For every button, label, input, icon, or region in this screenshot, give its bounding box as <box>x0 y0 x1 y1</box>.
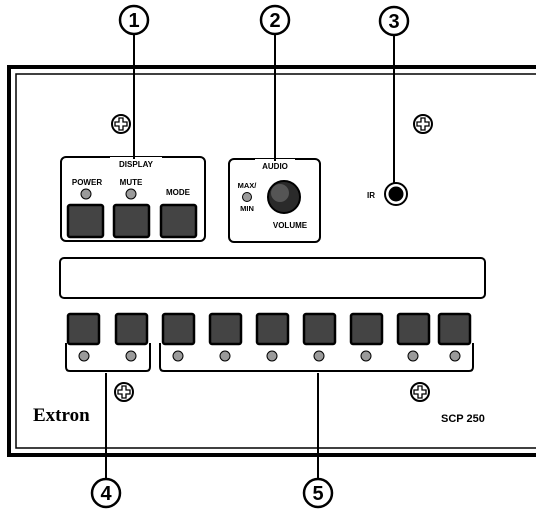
mute-label: MUTE <box>120 178 143 187</box>
mute-led <box>125 188 137 200</box>
input-button[interactable] <box>161 312 196 346</box>
input-button[interactable] <box>114 312 149 346</box>
input-led <box>313 350 325 362</box>
input-button-row <box>66 312 472 346</box>
input-button[interactable] <box>349 312 384 346</box>
max-min-label-line1: MAX/ <box>238 181 258 190</box>
screw-icon <box>413 114 433 134</box>
callout-1: 1 <box>118 4 150 36</box>
mute-button[interactable] <box>112 203 151 239</box>
power-button[interactable] <box>66 203 105 239</box>
max-min-led <box>242 192 252 202</box>
callout-3: 3 <box>378 5 410 37</box>
input-button[interactable] <box>208 312 243 346</box>
input-led <box>449 350 461 362</box>
input-led <box>172 350 184 362</box>
callout-1-number: 1 <box>128 10 139 32</box>
volume-label: VOLUME <box>273 221 308 230</box>
input-led <box>78 350 90 362</box>
screw-icon <box>410 382 430 402</box>
power-label: POWER <box>72 178 102 187</box>
input-led <box>266 350 278 362</box>
callout-3-number: 3 <box>388 11 399 33</box>
callout-leaders <box>105 34 395 478</box>
input-button[interactable] <box>396 312 431 346</box>
input-button[interactable] <box>66 312 101 346</box>
callout-5-number: 5 <box>312 483 323 505</box>
input-button[interactable] <box>255 312 290 346</box>
input-led-row <box>78 350 461 362</box>
max-min-label-line2: MIN <box>240 204 254 213</box>
brand-logo-text: Extron <box>33 405 90 426</box>
input-led <box>125 350 137 362</box>
input-button[interactable] <box>437 312 472 346</box>
mode-button[interactable] <box>159 203 198 239</box>
ir-receiver: IR <box>367 182 408 206</box>
audio-group-title: AUDIO <box>262 162 288 171</box>
input-led <box>219 350 231 362</box>
power-led <box>80 188 92 200</box>
model-label: SCP 250 <box>441 413 485 425</box>
display-group: DISPLAY POWER MUTE MODE <box>60 156 206 242</box>
input-button[interactable] <box>302 312 337 346</box>
group-brackets <box>65 343 474 372</box>
screw-icon <box>114 382 134 402</box>
label-window <box>59 257 486 299</box>
mode-label: MODE <box>166 188 191 197</box>
audio-group: AUDIO MAX/ MIN VOLUME <box>228 158 321 243</box>
input-led <box>407 350 419 362</box>
callout-2-number: 2 <box>269 10 280 32</box>
callout-4-number: 4 <box>100 483 112 505</box>
input-led <box>360 350 372 362</box>
screw-icon <box>111 114 131 134</box>
callout-2: 2 <box>259 4 291 36</box>
callout-5: 5 <box>302 477 334 509</box>
display-group-title: DISPLAY <box>119 160 154 169</box>
callout-4: 4 <box>90 477 122 509</box>
ir-label: IR <box>367 191 375 200</box>
